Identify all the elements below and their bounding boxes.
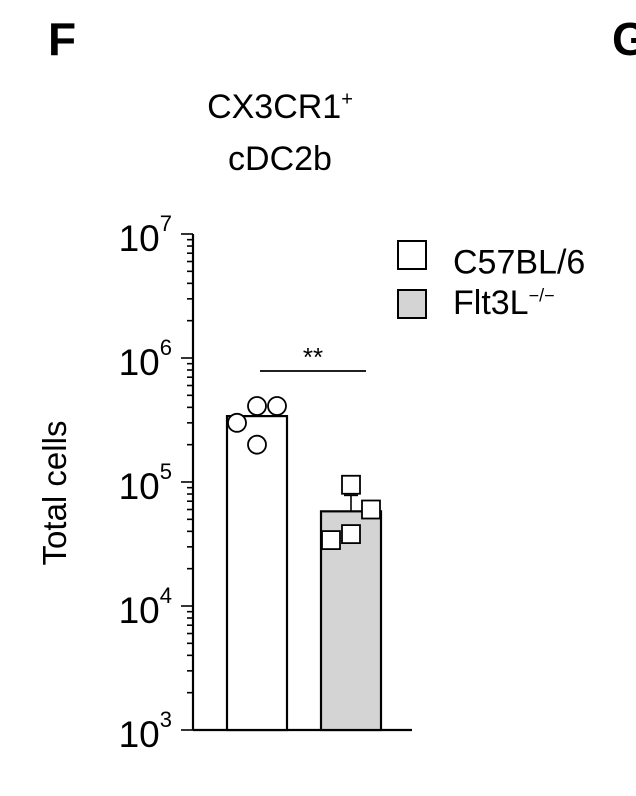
y-tick-base: 10 — [119, 714, 160, 755]
data-point-1-2 — [361, 499, 381, 520]
data-point-1-3 — [341, 524, 361, 545]
y-tick-base: 10 — [119, 218, 160, 259]
panel-letter-f: F — [48, 13, 77, 65]
y-tick-exponent: 5 — [160, 459, 172, 484]
y-tick-label-7: 107 — [119, 211, 172, 259]
data-point-0-0 — [227, 412, 247, 433]
chart-title-line1: CX3CR1+ — [180, 88, 380, 127]
significance-label: ** — [303, 342, 323, 372]
legend-label-superscript: −/− — [528, 285, 555, 306]
data-point-0-2 — [267, 396, 287, 416]
data-point-1-0 — [321, 530, 341, 550]
y-tick-base: 10 — [119, 466, 160, 507]
legend-label-c57bl6: C57BL/6 — [453, 236, 585, 282]
chart-title-superscript: + — [341, 88, 353, 111]
legend-swatch-c57bl6 — [397, 240, 427, 270]
legend-swatch-flt3l — [397, 289, 427, 319]
legend-label-text: C57BL/6 — [453, 243, 586, 282]
y-tick-label-3: 103 — [119, 707, 172, 755]
chart-title-line2: cDC2b — [228, 140, 332, 178]
chart-title-text: CX3CR1 — [207, 88, 342, 126]
data-point-0-3 — [247, 434, 267, 455]
y-tick-exponent: 4 — [160, 583, 172, 608]
y-tick-exponent: 3 — [160, 707, 172, 732]
panel-letter-g: G — [612, 13, 636, 65]
y-tick-base: 10 — [119, 590, 160, 631]
y-tick-label-5: 105 — [119, 459, 172, 507]
data-point-1-1 — [341, 474, 361, 495]
y-tick-exponent: 6 — [160, 335, 172, 360]
y-tick-base: 10 — [119, 342, 160, 383]
y-tick-label-4: 104 — [119, 583, 172, 631]
legend-label-flt3l: Flt3L−/− — [453, 284, 555, 323]
y-tick-exponent: 7 — [160, 211, 172, 236]
bar-0 — [225, 414, 289, 732]
y-tick-label-6: 106 — [119, 335, 172, 383]
data-point-0-1 — [247, 396, 267, 416]
legend-label-text: Flt3L — [453, 284, 529, 322]
